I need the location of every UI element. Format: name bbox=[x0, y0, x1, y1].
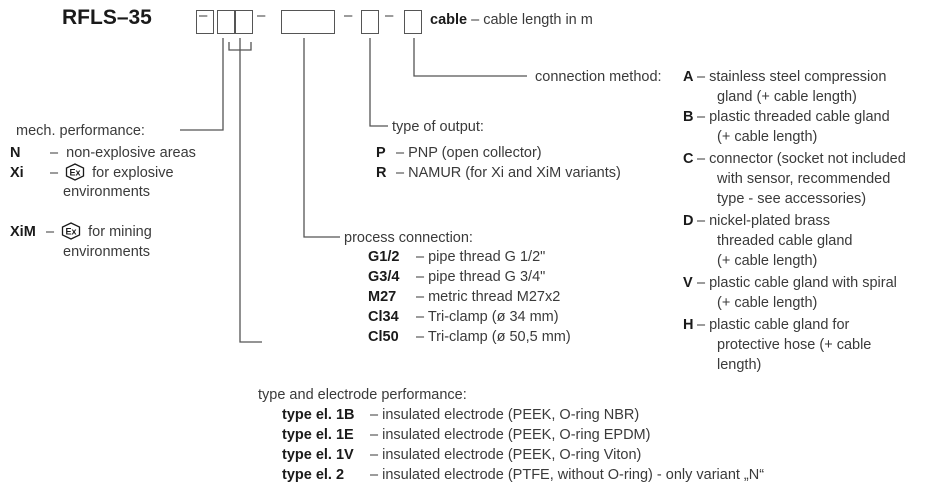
process-title: process connection: bbox=[344, 230, 473, 246]
connection-item-c: C– connector (socket not included bbox=[683, 151, 906, 167]
connection-title: connection method: bbox=[535, 69, 662, 85]
svg-text:Ex: Ex bbox=[66, 227, 77, 237]
process-item: G1/2– pipe thread G 1/2" bbox=[368, 249, 546, 265]
connection-item-c-line3: type - see accessories) bbox=[717, 191, 867, 207]
process-item: Cl34– Tri-clamp (ø 34 mm) bbox=[368, 309, 559, 325]
connection-item-h-line3: length) bbox=[717, 357, 762, 373]
mech-item-xim: XiM– Ex for mining bbox=[10, 222, 152, 240]
cable-rest: – cable length in m bbox=[471, 12, 593, 28]
model-name: RFLS–35 bbox=[62, 6, 152, 29]
ex-hexagon-icon: Ex bbox=[65, 163, 85, 181]
electrode-item: type el. 2– insulated electrode (PTFE, w… bbox=[282, 467, 765, 483]
connection-item-v: V– plastic cable gland with spiral bbox=[683, 275, 897, 291]
process-item: M27– metric thread M27x2 bbox=[368, 289, 561, 305]
output-item-p: P– PNP (open collector) bbox=[376, 145, 542, 161]
cable-bold: cable bbox=[430, 12, 468, 28]
mech-code: XiM bbox=[10, 224, 36, 240]
connection-item-c-line2: with sensor, recommended bbox=[717, 171, 891, 187]
header-dash: – bbox=[199, 7, 208, 24]
output-item-r: R– NAMUR (for Xi and XiM variants) bbox=[376, 165, 621, 181]
mech-item-xi-line2: environments bbox=[63, 184, 151, 200]
svg-text:Ex: Ex bbox=[70, 168, 81, 178]
mech-title: mech. performance: bbox=[16, 123, 145, 139]
code-box-output bbox=[361, 10, 379, 34]
cable-label: cable – cable length in m bbox=[430, 10, 593, 30]
mech-item-xi: Xi– Ex for explosive bbox=[10, 163, 174, 181]
connection-item-b: B– plastic threaded cable gland bbox=[683, 109, 890, 125]
mech-code: Xi bbox=[10, 165, 24, 181]
header-dash: – bbox=[344, 7, 353, 24]
connection-item-v-line2: (+ cable length) bbox=[717, 295, 818, 311]
header-dash: – bbox=[257, 7, 266, 24]
mech-item-xim-line2: environments bbox=[63, 244, 151, 260]
electrode-title: type and electrode performance: bbox=[258, 387, 467, 403]
process-item: Cl50– Tri-clamp (ø 50,5 mm) bbox=[368, 329, 571, 345]
connection-item-a: A– stainless steel compression bbox=[683, 69, 887, 85]
connection-item-a-line2: gland (+ cable length) bbox=[717, 89, 857, 105]
connection-item-h: H– plastic cable gland for bbox=[683, 317, 850, 333]
connection-item-h-line2: protective hose (+ cable bbox=[717, 337, 872, 353]
mech-item-n: N– non-explosive areas bbox=[10, 145, 196, 161]
header-dash: – bbox=[385, 7, 394, 24]
mech-code: N bbox=[10, 145, 21, 161]
electrode-item: type el. 1B– insulated electrode (PEEK, … bbox=[282, 407, 640, 423]
code-box-2 bbox=[217, 10, 235, 34]
code-box-process bbox=[281, 10, 335, 34]
code-box-mech bbox=[196, 10, 214, 34]
code-box-3 bbox=[235, 10, 253, 34]
process-item: G3/4– pipe thread G 3/4" bbox=[368, 269, 546, 285]
connection-item-d-line2: threaded cable gland bbox=[717, 233, 853, 249]
connection-item-b-line2: (+ cable length) bbox=[717, 129, 818, 145]
connection-item-d: D– nickel-plated brass bbox=[683, 213, 830, 229]
ex-hexagon-icon: Ex bbox=[61, 222, 81, 240]
electrode-item: type el. 1V– insulated electrode (PEEK, … bbox=[282, 447, 642, 463]
code-box-connection bbox=[404, 10, 422, 34]
output-title: type of output: bbox=[392, 119, 484, 135]
electrode-item: type el. 1E– insulated electrode (PEEK, … bbox=[282, 427, 651, 443]
connection-item-d-line3: (+ cable length) bbox=[717, 253, 818, 269]
